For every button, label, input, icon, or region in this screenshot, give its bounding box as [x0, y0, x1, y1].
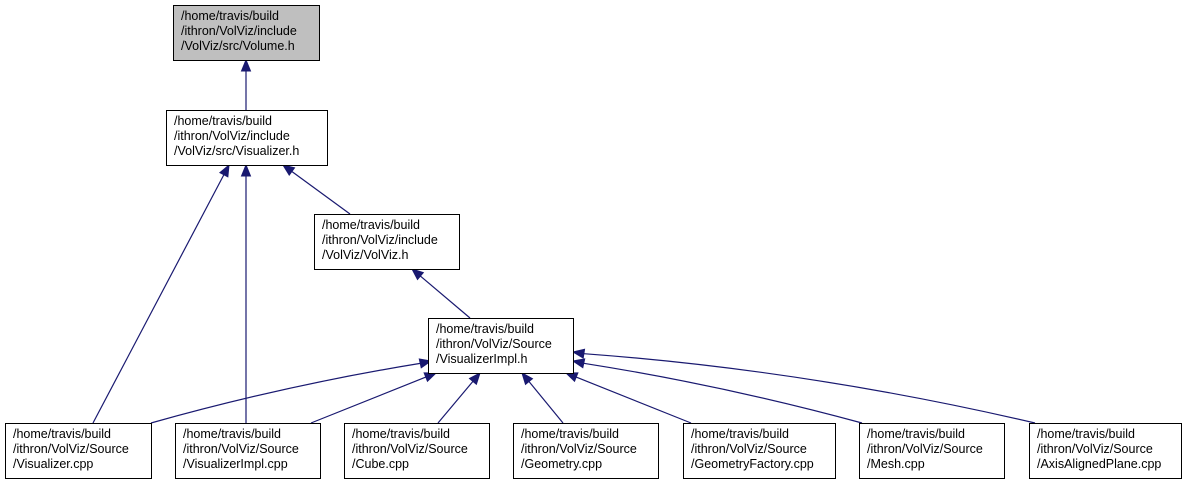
node-label-line: /home/travis/build [867, 427, 965, 441]
node-label-line: /home/travis/build [436, 322, 534, 336]
node-label-line: /VisualizerImpl.cpp [183, 457, 288, 471]
node-label-line: /ithron/VolViz/Source [183, 442, 299, 456]
node-label-line: /home/travis/build [181, 9, 279, 23]
edge-cube-cpp-to-visualizerimpl-h [437, 371, 481, 424]
node-label-line: /ithron/VolViz/Source [1037, 442, 1153, 456]
node-box[interactable] [166, 110, 328, 166]
node-label-line: /ithron/VolViz/Source [352, 442, 468, 456]
edge-visualizerimpl-h-to-volviz-h [410, 268, 471, 319]
node-label-line: /ithron/VolViz/Source [867, 442, 983, 456]
edge-geometry-cpp-to-visualizerimpl-h [521, 371, 564, 424]
edge-arrowhead [571, 358, 586, 369]
edge-geometryfactory-cpp-to-visualizerimpl-h [564, 372, 692, 424]
node-label-line: /Geometry.cpp [521, 457, 602, 471]
node-mesh-cpp[interactable]: /home/travis/build/ithron/VolViz/Source/… [859, 423, 1005, 479]
edges-layer [92, 58, 1036, 424]
node-cube-cpp[interactable]: /home/travis/build/ithron/VolViz/Source/… [344, 423, 490, 479]
node-box[interactable] [314, 214, 460, 270]
node-box[interactable] [5, 423, 152, 479]
edge-visualizer-cpp-to-visualizer-h [92, 163, 230, 424]
node-geometryfactory-cpp[interactable]: /home/travis/build/ithron/VolViz/Source/… [683, 423, 836, 479]
edge-arrowhead [564, 372, 579, 383]
node-label-line: /Visualizer.cpp [13, 457, 93, 471]
node-axisalignedplane-cpp[interactable]: /home/travis/build/ithron/VolViz/Source/… [1029, 423, 1182, 479]
node-label-line: /VolViz/src/Visualizer.h [174, 144, 299, 158]
node-label-line: /ithron/VolViz/include [181, 24, 297, 38]
node-visualizerimpl-cpp[interactable]: /home/travis/build/ithron/VolViz/Source/… [175, 423, 321, 479]
edge-arrowhead [410, 268, 425, 281]
edge-arrowhead [240, 163, 252, 177]
node-label-line: /home/travis/build [691, 427, 789, 441]
edge-arrowhead [281, 164, 296, 177]
edge-line [420, 275, 471, 319]
node-volviz-h[interactable]: /home/travis/build/ithron/VolViz/include… [314, 214, 460, 270]
node-label-line: /VolViz/src/Volume.h [181, 39, 295, 53]
node-label-line: /home/travis/build [183, 427, 281, 441]
node-box[interactable] [173, 5, 320, 61]
node-box[interactable] [428, 318, 574, 374]
edge-line [437, 381, 474, 424]
edge-axisalignedplane-cpp-to-visualizerimpl-h [571, 348, 1036, 424]
edge-arrowhead [218, 163, 230, 178]
edge-line [583, 362, 863, 424]
edge-arrowhead [571, 348, 586, 359]
node-label-line: /VolViz/VolViz.h [322, 248, 408, 262]
node-label-line: /VisualizerImpl.h [436, 352, 528, 366]
edge-visualizer-h-to-volume-h [240, 58, 252, 110]
node-label-line: /GeometryFactory.cpp [691, 457, 814, 471]
node-box[interactable] [344, 423, 490, 479]
edge-arrowhead [521, 371, 534, 386]
node-label-line: /home/travis/build [322, 218, 420, 232]
node-geometry-cpp[interactable]: /home/travis/build/ithron/VolViz/Source/… [513, 423, 659, 479]
edge-line [150, 362, 421, 424]
node-box[interactable] [859, 423, 1005, 479]
node-label-line: /home/travis/build [174, 114, 272, 128]
edge-line [583, 353, 1036, 424]
edge-line [291, 171, 351, 215]
node-label-line: /ithron/VolViz/Source [691, 442, 807, 456]
node-label-line: /ithron/VolViz/Source [13, 442, 129, 456]
node-label-line: /home/travis/build [1037, 427, 1135, 441]
node-box[interactable] [513, 423, 659, 479]
node-label-line: /ithron/VolViz/include [174, 129, 290, 143]
edge-line [92, 174, 225, 424]
node-label-line: /AxisAlignedPlane.cpp [1037, 457, 1161, 471]
edge-line [575, 376, 692, 424]
node-visualizer-cpp[interactable]: /home/travis/build/ithron/VolViz/Source/… [5, 423, 152, 479]
node-label-line: /Cube.cpp [352, 457, 409, 471]
node-label-line: /home/travis/build [352, 427, 450, 441]
node-box[interactable] [175, 423, 321, 479]
node-visualizer-h[interactable]: /home/travis/build/ithron/VolViz/include… [166, 110, 328, 166]
node-label-line: /home/travis/build [521, 427, 619, 441]
edge-arrowhead [468, 371, 481, 386]
edge-visualizerimpl-cpp-to-visualizer-h [240, 163, 252, 423]
edge-line [528, 381, 564, 424]
nodes-layer: /home/travis/build/ithron/VolViz/include… [5, 5, 1182, 479]
edge-line [310, 376, 427, 424]
edge-volviz-h-to-visualizer-h [281, 164, 351, 215]
node-box[interactable] [683, 423, 836, 479]
node-volume-h[interactable]: /home/travis/build/ithron/VolViz/include… [173, 5, 320, 61]
node-label-line: /ithron/VolViz/include [322, 233, 438, 247]
edge-arrowhead [423, 372, 438, 383]
node-box[interactable] [1029, 423, 1182, 479]
node-label-line: /home/travis/build [13, 427, 111, 441]
node-label-line: /ithron/VolViz/Source [436, 337, 552, 351]
node-label-line: /Mesh.cpp [867, 457, 925, 471]
node-visualizerimpl-h[interactable]: /home/travis/build/ithron/VolViz/Source/… [428, 318, 574, 374]
edge-arrowhead [240, 58, 252, 72]
edge-visualizer-cpp-to-visualizerimpl-h [150, 358, 433, 424]
edge-mesh-cpp-to-visualizerimpl-h [571, 358, 863, 424]
node-label-line: /ithron/VolViz/Source [521, 442, 637, 456]
